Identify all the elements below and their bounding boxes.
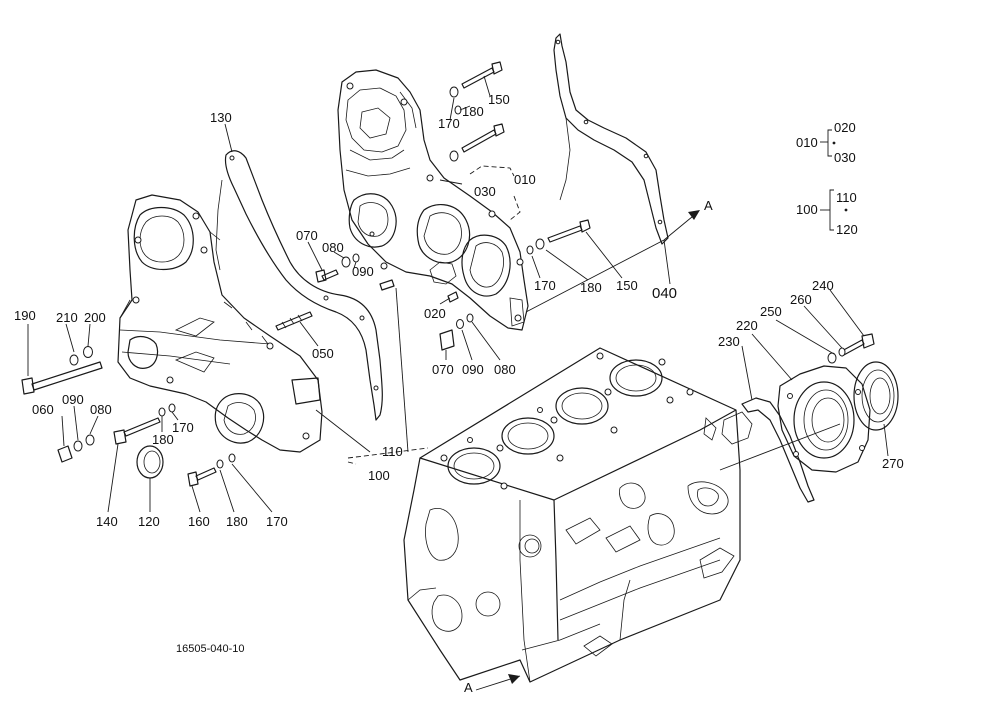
- callout-170: 170: [438, 116, 460, 131]
- callout-130: 130: [210, 110, 232, 125]
- callout-100: 100: [368, 468, 390, 483]
- callout-180: 180: [462, 104, 484, 119]
- gasket-130: [215, 150, 383, 421]
- cylinder-block: [403, 347, 741, 683]
- callout-060: 060: [32, 402, 54, 417]
- callout-180-left: 180: [152, 432, 174, 447]
- callout-020: 020: [424, 306, 446, 321]
- oil-seal-270: [853, 361, 899, 431]
- callout-220: 220: [736, 318, 758, 333]
- callout-080-lower: 080: [494, 362, 516, 377]
- callout-150-right: 150: [616, 278, 638, 293]
- legend-100-parent: 100: [796, 202, 818, 217]
- callout-260: 260: [790, 292, 812, 307]
- callout-120: 120: [138, 514, 160, 529]
- leader-lines: [27, 75, 889, 691]
- callout-180-bottom: 180: [226, 514, 248, 529]
- callout-240: 240: [812, 278, 834, 293]
- callout-010: 010: [514, 172, 536, 187]
- callout-080: 080: [322, 240, 344, 255]
- callout-200: 200: [84, 310, 106, 325]
- legend-010-child-1: 020: [834, 120, 856, 135]
- callout-190: 190: [14, 308, 36, 323]
- seal-housing-220: [777, 365, 871, 473]
- legend-010-parent: 010: [796, 135, 818, 150]
- group-legend: 010 020 030 100 110 120: [796, 120, 858, 237]
- fasteners: [21, 61, 875, 487]
- drawing-number: 16505-040-10: [176, 643, 245, 655]
- legend-100-child-1: 110: [836, 190, 857, 205]
- legend-100-child-2: 120: [836, 222, 858, 237]
- callout-270: 270: [882, 456, 904, 471]
- callout-160: 160: [188, 514, 210, 529]
- callout-140: 140: [96, 514, 118, 529]
- arrow-label-bottom: A: [464, 680, 473, 695]
- callout-040: 040: [652, 285, 677, 302]
- callout-labels: 130 070 080 090 050 170 180 150 030 010 …: [14, 92, 904, 695]
- callout-090: 090: [352, 264, 374, 279]
- callout-030: 030: [474, 184, 496, 199]
- callout-230: 230: [718, 334, 740, 349]
- rear-gasket-230: [721, 397, 815, 503]
- callout-090-left: 090: [62, 392, 84, 407]
- callout-250: 250: [760, 304, 782, 319]
- callout-170-left: 170: [172, 420, 194, 435]
- legend-010-child-2: 030: [834, 150, 856, 165]
- callout-070-lower: 070: [432, 362, 454, 377]
- arrow-label-top: A: [704, 198, 713, 213]
- callout-180-right: 180: [580, 280, 602, 295]
- callout-090-lower: 090: [462, 362, 484, 377]
- callout-170-right: 170: [534, 278, 556, 293]
- callout-110: 110: [382, 444, 403, 459]
- gasket-040: [553, 33, 669, 245]
- callout-070: 070: [296, 228, 318, 243]
- callout-050: 050: [312, 346, 334, 361]
- callout-170-bottom: 170: [266, 514, 288, 529]
- callout-210: 210: [56, 310, 78, 325]
- gear-case-front: [117, 194, 323, 453]
- callout-080-left: 080: [90, 402, 112, 417]
- callout-150: 150: [488, 92, 510, 107]
- gear-case-inner: [337, 69, 529, 331]
